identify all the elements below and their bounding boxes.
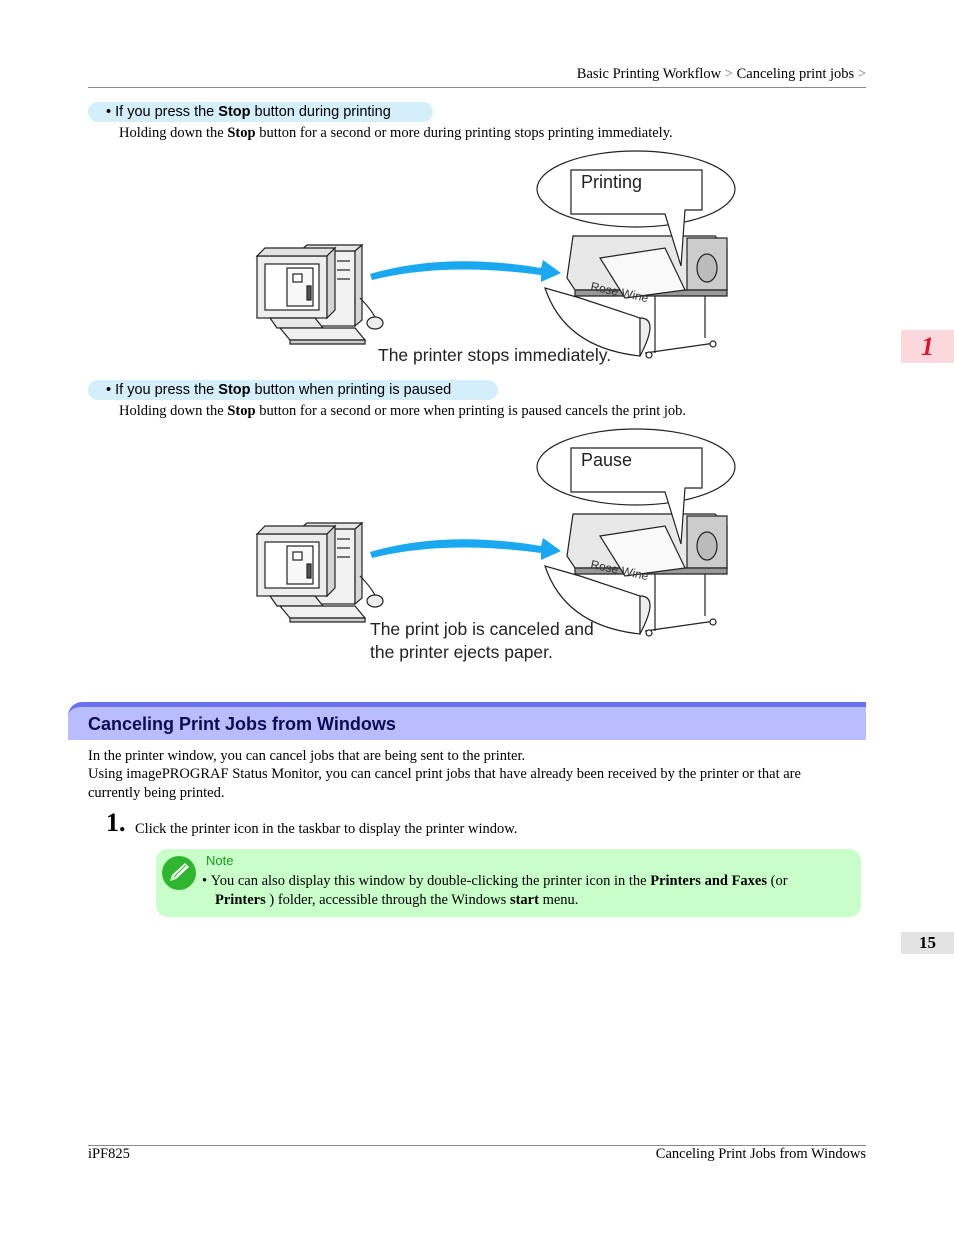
bold-run: start (509, 892, 539, 908)
footer-rule (88, 1145, 866, 1146)
bold-run: Stop (227, 125, 256, 141)
subheading-bold: Stop (218, 104, 251, 120)
bold-run: Printers and Faxes (650, 873, 768, 889)
section-heading: Canceling Print Jobs from Windows (68, 702, 866, 740)
printer-icon: Rose Wine (544, 513, 728, 637)
text-run: ) folder, accessible through the Windows (265, 892, 510, 908)
text-run: (or (767, 873, 788, 889)
body-paragraph-1: Holding down the Stop button for a secon… (119, 125, 673, 142)
caption-canceled-line1: The print job is canceled and (370, 619, 594, 639)
speech-bubble (536, 428, 736, 545)
bubble-text-pause: Pause (581, 450, 633, 470)
subheading-bullet: • (106, 104, 116, 120)
computer-icon (255, 243, 384, 345)
breadcrumb-item-canceling[interactable]: Canceling print jobs (736, 66, 855, 82)
subheading-stop-when-paused: • If you press the Stop button when prin… (88, 380, 498, 400)
page-number-tab: 15 (901, 932, 954, 954)
breadcrumb: Basic Printing Workflow > Canceling prin… (577, 66, 866, 83)
subheading-text-end: button during printing (250, 104, 391, 120)
text-run: button for a second or more when printin… (255, 403, 687, 419)
breadcrumb-separator: > (724, 66, 733, 82)
note-text: • You can also display this window by do… (202, 872, 853, 910)
footer-model: iPF825 (88, 1146, 130, 1162)
note-box: Note • You can also display this window … (156, 849, 861, 917)
footer-section-title: Canceling Print Jobs from Windows (655, 1146, 866, 1162)
step-number: 1. (106, 808, 126, 837)
caption-canceled-line2: the printer ejects paper. (370, 642, 553, 662)
intro-line-3: currently being printed. (88, 785, 225, 801)
text-run: You can also display this window by doub… (210, 873, 651, 889)
text-run: menu. (538, 892, 579, 908)
subheading-bold: Stop (218, 382, 251, 398)
breadcrumb-item-workflow[interactable]: Basic Printing Workflow (576, 66, 722, 82)
printer-icon: Rose Wine (544, 235, 728, 359)
subheading-text-end: button when printing is paused (250, 382, 452, 398)
subheading-text: If you press the (115, 382, 219, 398)
bold-run: Stop (227, 403, 256, 419)
arrow-icon (370, 538, 561, 560)
illustration-stop-paused: Rose Wine (255, 428, 736, 637)
chapter-tab[interactable]: 1 (901, 330, 954, 363)
subheading-bullet: • (106, 382, 116, 398)
text-run: Holding down the (119, 403, 228, 419)
speech-bubble (536, 150, 736, 267)
header-rule (88, 87, 866, 88)
intro-line-1: In the printer window, you can cancel jo… (88, 748, 526, 764)
subheading-text: If you press the (115, 104, 219, 120)
step-text: Click the printer icon in the taskbar to… (135, 821, 518, 837)
caption-stops-immediately: The printer stops immediately. (378, 345, 612, 365)
note-label: Note (206, 853, 234, 868)
text-run: button for a second or more during print… (255, 125, 673, 141)
breadcrumb-separator-end: > (857, 66, 866, 82)
subheading-stop-during-printing: • If you press the Stop button during pr… (88, 102, 433, 122)
arrow-icon (370, 260, 561, 282)
text-run: Holding down the (119, 125, 228, 141)
intro-line-2: Using imagePROGRAF Status Monitor, you c… (88, 766, 801, 782)
indent (202, 892, 215, 908)
note-bullet: • (202, 873, 208, 889)
body-paragraph-2: Holding down the Stop button for a secon… (119, 403, 686, 420)
bold-run: Printers (215, 892, 266, 908)
bubble-text-printing: Printing (581, 172, 643, 192)
computer-icon (255, 521, 384, 623)
section-heading-title: Canceling Print Jobs from Windows (88, 714, 396, 734)
illustration-stop-printing: Rose Wine (255, 150, 736, 359)
pencil-note-icon (162, 856, 196, 890)
